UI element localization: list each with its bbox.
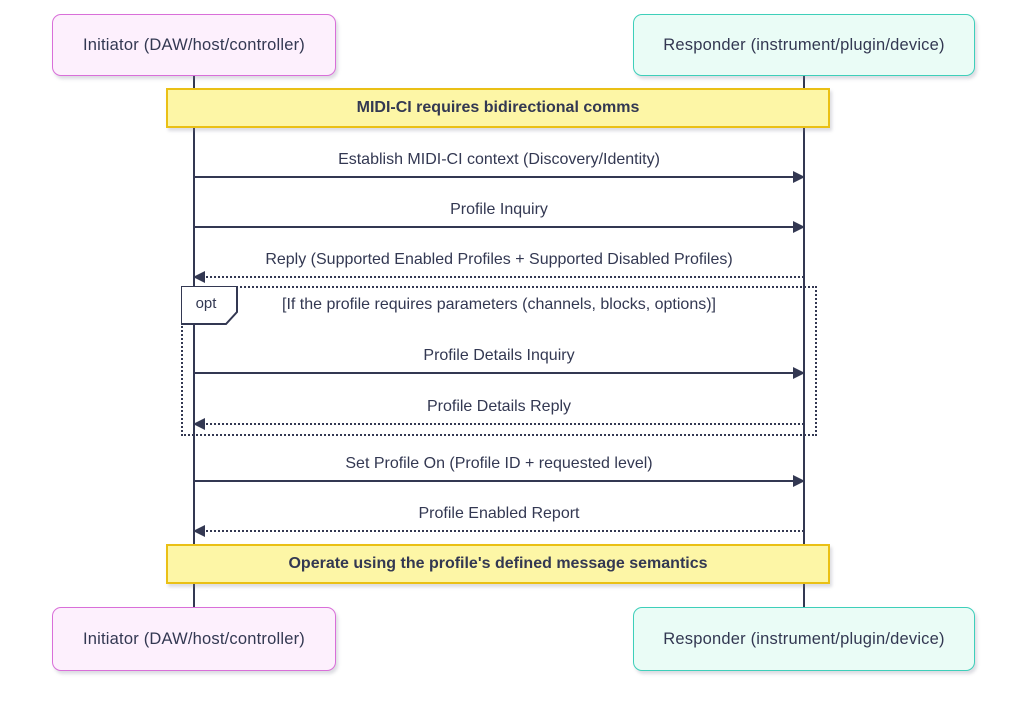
arrowhead-left-icon <box>193 525 205 537</box>
opt-fragment-label: opt <box>195 295 217 312</box>
opt-guard-condition: [If the profile requires parameters (cha… <box>282 296 716 313</box>
message-label-set-profile-on: Set Profile On (Profile ID + requested l… <box>345 455 653 472</box>
actor-responder-label: Responder (instrument/plugin/device) <box>663 35 945 54</box>
arrowhead-right-icon <box>793 221 805 233</box>
arrowhead-left-icon <box>193 271 205 283</box>
actor-initiator-label: Initiator (DAW/host/controller) <box>83 629 305 648</box>
arrowhead-right-icon <box>793 171 805 183</box>
message-label-details-reply: Profile Details Reply <box>426 398 572 415</box>
actor-responder-bottom: Responder (instrument/plugin/device) <box>633 607 975 671</box>
message-label-details-inquiry: Profile Details Inquiry <box>423 347 575 364</box>
arrow-dotted-left-icon <box>193 525 804 537</box>
arrowhead-left-icon <box>193 418 205 430</box>
arrow-solid-right-icon <box>194 367 805 379</box>
arrow-dotted-left-icon <box>193 418 804 430</box>
arrowhead-right-icon <box>793 475 805 487</box>
actor-initiator-top: Initiator (DAW/host/controller) <box>52 14 336 76</box>
note-bidirectional-comms: MIDI-CI requires bidirectional comms <box>166 88 830 128</box>
arrow-dotted-left-icon <box>193 271 804 283</box>
arrow-solid-right-icon <box>194 475 805 487</box>
actor-responder-label: Responder (instrument/plugin/device) <box>663 629 945 648</box>
note-text: Operate using the profile's defined mess… <box>288 555 708 572</box>
message-label-enabled-report: Profile Enabled Report <box>418 505 580 522</box>
message-label-reply-profiles: Reply (Supported Enabled Profiles + Supp… <box>265 251 733 268</box>
opt-fragment-label-shape <box>181 286 238 325</box>
actor-initiator-bottom: Initiator (DAW/host/controller) <box>52 607 336 671</box>
responder-lifeline <box>803 76 805 607</box>
actor-responder-top: Responder (instrument/plugin/device) <box>633 14 975 76</box>
arrow-solid-right-icon <box>194 221 805 233</box>
message-label-establish-context: Establish MIDI-CI context (Discovery/Ide… <box>338 151 660 168</box>
initiator-lifeline <box>193 76 195 607</box>
arrowhead-right-icon <box>793 367 805 379</box>
note-operate-semantics: Operate using the profile's defined mess… <box>166 544 830 584</box>
note-text: MIDI-CI requires bidirectional comms <box>356 99 640 116</box>
opt-fragment-frame <box>181 286 817 436</box>
actor-initiator-label: Initiator (DAW/host/controller) <box>83 35 305 54</box>
arrow-solid-right-icon <box>194 171 805 183</box>
message-label-profile-inquiry: Profile Inquiry <box>450 201 548 218</box>
